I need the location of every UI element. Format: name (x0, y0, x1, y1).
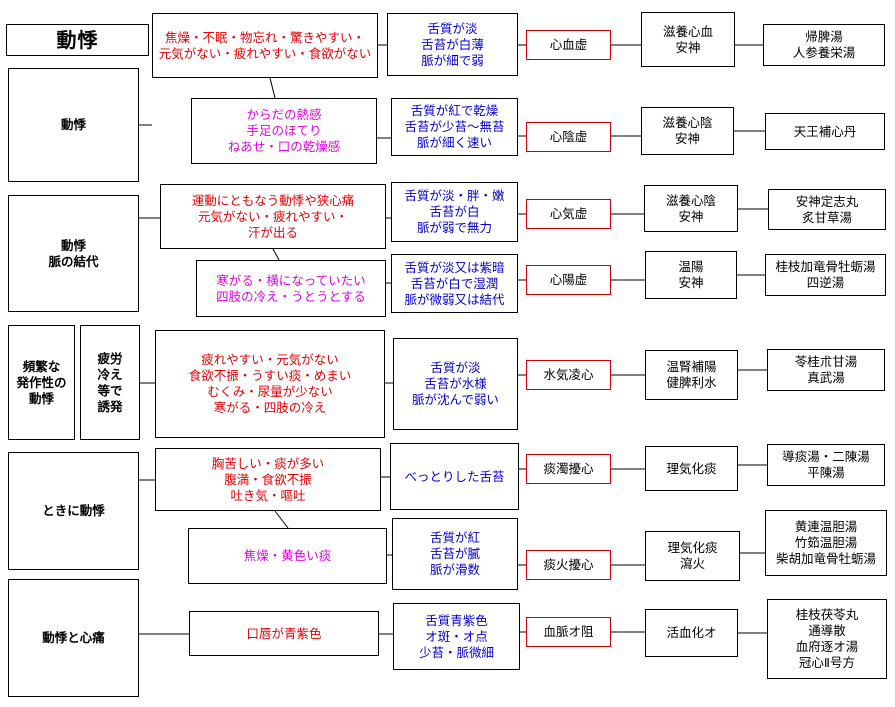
treatment-box: 滋養心血 安神 (641, 12, 735, 67)
symptom-box: 運動にともなう動悸や狭心痛 元気がない・疲れやすい・ 汗が出る (160, 184, 386, 249)
tongue-pulse-box: 舌質が紅 舌苔が膩 脈が滑数 (392, 518, 518, 590)
group-label-palpitation-chest-pain: 動悸と心痛 (8, 579, 139, 697)
formula-box: 苓桂朮甘湯 真武湯 (767, 349, 885, 391)
diagnosis-box: 水気凌心 (526, 360, 611, 390)
diagnosis-box: 心気虚 (526, 199, 611, 229)
formula-box: 天王補心丹 (765, 113, 885, 150)
treatment-box: 温陽 安神 (645, 251, 737, 299)
group-label-occasional-palpitation: ときに動悸 (8, 452, 139, 570)
formula-box: 桂枝茯苓丸 通導散 血府逐オ湯 冠心Ⅱ号方 (767, 599, 887, 679)
treatment-box: 温腎補陽 健脾利水 (645, 350, 738, 400)
tongue-pulse-box: 舌質が紅で乾燥 舌苔が少苔～無苔 脈が細く速い (391, 98, 518, 156)
formula-box: 安神定志丸 炙甘草湯 (768, 189, 886, 230)
diagram-title: 動悸 (6, 24, 149, 56)
formula-box: 帰脾湯 人参養栄湯 (763, 24, 885, 66)
group-label-frequent-paroxysmal: 頻繁な 発作性の 動悸 (8, 325, 75, 440)
diagnosis-box: 血脈オ阻 (526, 617, 611, 647)
tongue-pulse-box: 舌質が淡・胖・嫩 舌苔が白 脈が弱で無力 (391, 182, 518, 242)
symptom-box: 焦燥・黄色い痰 (188, 528, 387, 584)
tongue-pulse-box: 舌質が淡 舌苔が水様 脈が沈んで弱い (393, 338, 518, 430)
tongue-pulse-box: 舌質が淡又は紫暗 舌苔が白で湿潤 脈が微弱又は結代 (391, 254, 518, 313)
diagnosis-box: 痰火擾心 (526, 550, 611, 580)
treatment-box: 滋養心陰 安神 (641, 107, 734, 155)
diagnosis-box: 心陽虚 (526, 265, 611, 295)
symptom-box: 胸苦しい・痰が多い 腹満・食欲不振 吐き気・嘔吐 (155, 448, 381, 511)
treatment-box: 滋養心陰 安神 (644, 185, 738, 232)
symptom-box: 疲れやすい・元気がない 食欲不振・うすい痰・めまい むくみ・尿量が少ない 寒がる… (155, 330, 385, 438)
diagnosis-box: 痰濁擾心 (526, 454, 611, 484)
formula-box: 桂枝加竜骨牡蛎湯 四逆湯 (765, 254, 886, 296)
symptom-box: 寒がる・横になっていたい 四肢の冷え・うとうとする (196, 260, 386, 317)
tongue-pulse-box: 舌質青紫色 オ斑・オ点 少苔・脈微細 (393, 603, 520, 670)
group-sublabel-triggers: 疲労 冷え 等で 誘発 (80, 325, 140, 440)
group-label-palpitation: 動悸 (8, 68, 139, 182)
tongue-pulse-box: べっとりした舌苔 (390, 443, 519, 510)
symptom-box: 焦燥・不眠・物忘れ・驚きやすい・ 元気がない・疲れやすい・食欲がない (152, 13, 378, 78)
diagnosis-box: 心陰虚 (526, 122, 611, 152)
treatment-box: 理気化痰 (645, 446, 738, 491)
tongue-pulse-box: 舌質が淡 舌苔が白薄 脈が細で弱 (387, 13, 518, 76)
symptom-box: からだの熱感 手足のほてり ねあせ・口の乾燥感 (191, 98, 377, 164)
treatment-box: 活血化オ (645, 609, 738, 657)
symptom-box: 口唇が青紫色 (189, 611, 379, 656)
diagnosis-box: 心血虚 (526, 30, 611, 60)
treatment-box: 理気化痰 瀉火 (645, 531, 740, 581)
formula-box: 導痰湯・二陳湯 平陳湯 (767, 444, 885, 486)
group-label-palpitation-pulse: 動悸 脈の結代 (8, 195, 139, 312)
formula-box: 黄連温胆湯 竹筎温胆湯 柴胡加竜骨牡蛎湯 (765, 510, 887, 576)
